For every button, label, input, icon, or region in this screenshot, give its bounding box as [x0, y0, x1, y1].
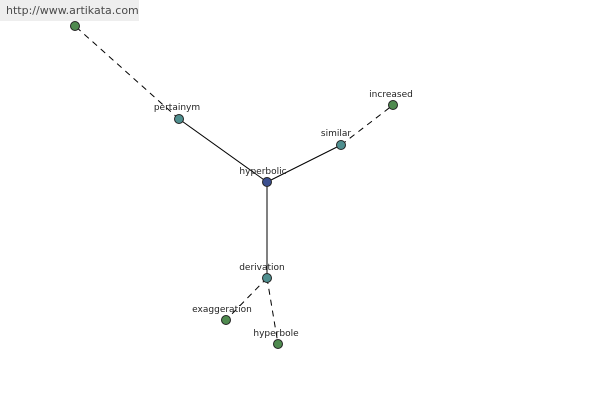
node-dot-hyperbolic[interactable]: [262, 177, 272, 187]
node-hyperbolic[interactable]: hyperbolic: [239, 167, 287, 187]
node-label-pertainym[interactable]: pertainym: [154, 103, 200, 113]
node-pertainym[interactable]: pertainym: [154, 103, 200, 124]
node-label-hyperbole[interactable]: hyperbole: [253, 329, 299, 339]
node-dot-pertainym[interactable]: [174, 114, 184, 124]
node-label-derivation[interactable]: derivation: [239, 263, 285, 273]
node-dot-similar[interactable]: [336, 140, 346, 150]
node-label-increased[interactable]: increased: [369, 90, 413, 100]
node-increased[interactable]: increased: [369, 90, 413, 110]
edge-hyperbolic-pertainym: [178, 118, 268, 183]
node-label-hyperbolic[interactable]: hyperbolic: [239, 167, 286, 177]
node-label-similar[interactable]: similar: [321, 129, 351, 139]
edges-layer: [74, 25, 394, 345]
node-similar[interactable]: similar: [321, 129, 351, 150]
edge-derivation-exaggeration: [225, 277, 268, 321]
node-offscreen[interactable]: [70, 21, 80, 31]
edge-pertainym-offscreen: [74, 25, 180, 120]
nodes-layer: hyperbolic pertainym similar derivation incr…: [70, 21, 413, 349]
node-label-exaggeration[interactable]: exaggeration: [192, 305, 252, 315]
node-hyperbole[interactable]: hyperbole: [253, 329, 299, 349]
edge-hyperbolic-similar: [266, 144, 342, 183]
node-exaggeration[interactable]: exaggeration: [192, 305, 252, 325]
edge-derivation-hyperbole: [266, 277, 279, 345]
node-dot-offscreen[interactable]: [70, 21, 80, 31]
node-dot-derivation[interactable]: [262, 273, 272, 283]
node-dot-hyperbole[interactable]: [273, 339, 283, 349]
site-url-banner[interactable]: http://www.artikata.com: [0, 0, 139, 21]
edge-similar-increased: [340, 104, 394, 146]
node-dot-exaggeration[interactable]: [221, 315, 231, 325]
node-derivation[interactable]: derivation: [239, 263, 285, 283]
node-dot-increased[interactable]: [388, 100, 398, 110]
